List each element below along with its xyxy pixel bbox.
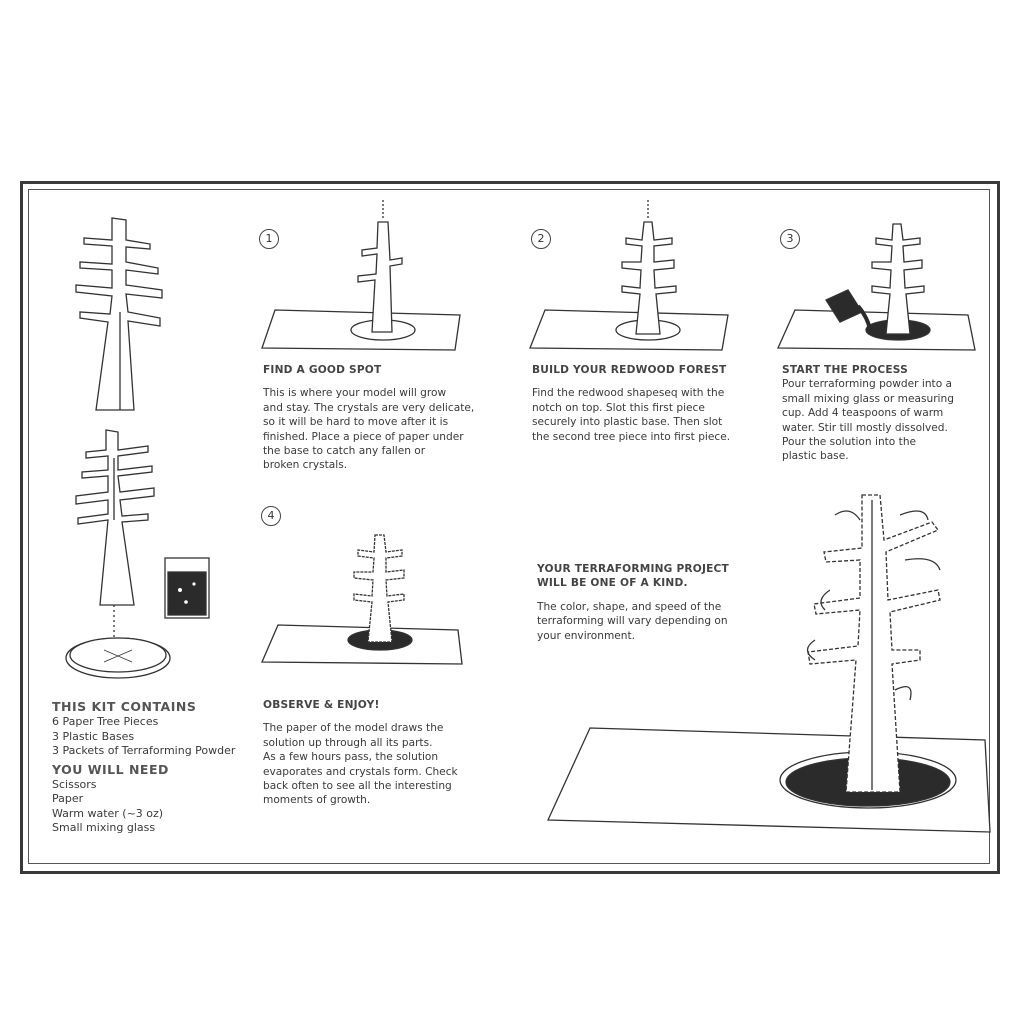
step-2-illustration [529,200,729,351]
step-4-number: 4 [261,506,281,526]
step-2-line: Find the redwood shapeseq with the [532,387,725,400]
step-4-text: OBSERVE & ENJOY! The paper of the model … [263,698,458,808]
step-2-text: BUILD YOUR REDWOOD FOREST Find the redwo… [532,363,730,444]
plastic-base-illustration [65,637,171,679]
project-title: YOUR TERRAFORMING PROJECT [537,563,729,575]
need-title: YOU WILL NEED [52,761,169,777]
step-1-number: 1 [259,229,279,249]
project-title: WILL BE ONE OF A KIND. [537,577,688,590]
step-3-illustration [777,223,976,351]
step-4-line: As a few hours pass, the solution [263,751,439,764]
kit-item: 6 Paper Tree Pieces [52,715,159,728]
step-3-line: water. Stir till mostly dissolved. [782,421,948,434]
step-1-illustration [261,200,461,351]
grown-tree-illustration [547,494,991,833]
step-3-line: Pour terraforming powder into a [782,378,953,391]
step-3-title: START THE PROCESS [782,364,908,376]
step-1-title: FIND A GOOD SPOT [263,364,382,376]
tree-piece-illustration [75,217,163,411]
project-line: terraforming will vary depending on [537,615,728,628]
kit-item: 3 Packets of Terraforming Powder [52,744,236,757]
step-2-title: BUILD YOUR REDWOOD FOREST [532,364,727,376]
step-2-line: notch on top. Slot this first piece [532,401,705,414]
step-1-line: the base to catch any fallen or [263,445,426,458]
step-3-number: 3 [780,229,800,249]
inner-frame [28,189,990,864]
step-4-line: evaporates and crystals form. Check [263,765,458,778]
step-1-text: FIND A GOOD SPOT This is where your mode… [263,363,474,473]
need-item: Paper [52,792,84,805]
need-item: Warm water (~3 oz) [52,806,164,820]
need-item: Scissors [52,777,97,791]
step-4-line: solution up through all its parts. [263,736,433,749]
step-3-line: plastic base. [782,450,849,463]
kit-title: THIS KIT CONTAINS [52,699,197,714]
step-1-line: so it will be hard to move after it is [263,416,449,429]
step-2-number: 2 [531,229,551,249]
step-4-title: OBSERVE & ENJOY! [263,699,380,711]
project-line: your environment. [537,629,636,642]
step-3-line: Pour the solution into the [782,436,917,449]
kit-list: THIS KIT CONTAINS 6 Paper Tree Pieces 3 … [52,699,235,836]
step-2-line: the second tree piece into first piece. [532,430,731,443]
step-4-line: The paper of the model draws the [263,722,444,735]
tree-piece-illustration [75,429,155,640]
outer-frame [20,181,1000,874]
step-1-line: This is where your model will grow [263,387,447,400]
step-3-line: small mixing glass or measuring [782,392,954,405]
kit-item: 3 Plastic Bases [52,729,135,743]
powder-packet-illustration [164,557,210,619]
step-1-line: finished. Place a piece of paper under [263,430,464,443]
step-4-line: moments of growth. [263,794,371,807]
step-4-line: back often to see all the interesting [263,780,452,793]
step-3-line: cup. Add 4 teaspoons of warm [782,407,944,420]
step-1-line: broken crystals. [263,459,348,472]
need-item: Small mixing glass [52,821,156,834]
step-3-text: START THE PROCESS Pour terraforming powd… [782,363,954,464]
project-text: YOUR TERRAFORMING PROJECT WILL BE ONE OF… [537,562,729,643]
project-line: The color, shape, and speed of the [537,600,722,613]
step-1-line: and stay. The crystals are very delicate… [263,401,475,414]
step-2-line: securely into plastic base. Then slot [532,416,723,429]
step-4-illustration [261,534,463,665]
